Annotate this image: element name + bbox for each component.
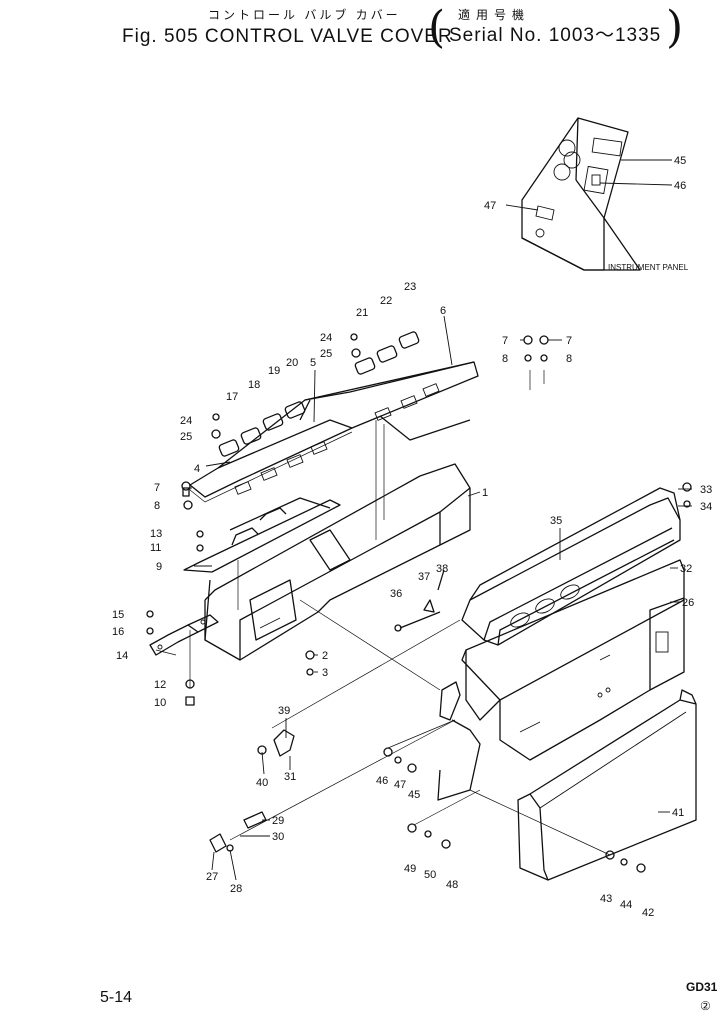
callout-35: 35 [550, 515, 562, 527]
callout-10: 10 [154, 697, 166, 709]
hardware [146, 333, 692, 873]
callout-24-top: 24 [320, 332, 332, 344]
callout-48: 48 [446, 879, 458, 891]
callout-33: 33 [700, 484, 712, 496]
callout-11: 11 [150, 542, 161, 554]
callout-1: 1 [482, 487, 488, 499]
callout-43: 43 [600, 893, 612, 905]
open-paren-glyph: ( [428, 2, 446, 53]
callout-39: 39 [278, 705, 290, 717]
page-number: 5-14 [100, 989, 133, 1006]
grommets [218, 331, 420, 457]
serial-kanji: 適用号機 [458, 8, 531, 22]
callout-7-left: 7 [154, 482, 160, 494]
side-panel [517, 689, 697, 881]
guide-lines [189, 370, 611, 856]
callout-25-left: 25 [180, 431, 192, 443]
side-bracket [149, 614, 219, 656]
lever-housing [437, 487, 685, 801]
callout-46: 46 [376, 775, 388, 787]
callout-9: 9 [156, 561, 162, 573]
leader-lines [155, 315, 692, 881]
callout-17: 17 [226, 391, 238, 403]
callout-22: 22 [380, 295, 392, 307]
callout-13: 13 [150, 528, 162, 540]
figure-title: Fig. 505 CONTROL VALVE COVER [122, 26, 453, 47]
inset-caption: INSTRUMENT PANEL [608, 263, 689, 272]
callout-16: 16 [112, 626, 124, 638]
callout-14: 14 [116, 650, 128, 662]
callout-52: 46 [674, 180, 686, 192]
callout-37: 37 [418, 571, 430, 583]
callout-50: 50 [424, 869, 436, 881]
callout-27: 27 [206, 871, 218, 883]
callout-8-top-right: 8 [566, 353, 572, 365]
callout-42: 42 [642, 907, 654, 919]
instrument-panel-inset: 45 46 47 INSTRUMENT PANEL [484, 117, 689, 272]
callout-44: 44 [620, 899, 632, 911]
title-katakana: コントロール バルブ カバー [208, 8, 401, 22]
callout-38: 38 [436, 563, 448, 575]
callout-labels: 1 2 3 4 5 6 7 7 7 8 8 8 9 10 11 12 13 14… [112, 281, 712, 919]
callout-36: 36 [390, 588, 402, 600]
callout-40: 40 [256, 777, 268, 789]
close-paren-glyph: ) [666, 2, 684, 53]
callout-41: 41 [672, 807, 684, 819]
callout-20: 20 [286, 357, 298, 369]
callout-8-top-left: 8 [502, 353, 508, 365]
callout-25-top: 25 [320, 348, 332, 360]
callout-4: 4 [194, 463, 200, 475]
callout-7-top-left: 7 [502, 335, 508, 347]
top-cover-plates [189, 361, 479, 503]
callout-26: 26 [682, 597, 694, 609]
main-cover-frame [183, 463, 471, 661]
callout-28: 28 [230, 883, 242, 895]
callout-21: 21 [356, 307, 368, 319]
callout-8-left: 8 [154, 500, 160, 512]
callout-45: 45 [408, 789, 420, 801]
callout-29: 29 [272, 815, 284, 827]
callout-5: 5 [310, 357, 316, 369]
callout-12: 12 [154, 679, 166, 691]
revision-mark: ② [700, 999, 711, 1013]
callout-23: 23 [404, 281, 416, 293]
callout-2: 2 [322, 650, 328, 662]
callout-3: 3 [322, 667, 328, 679]
callout-6: 6 [440, 305, 446, 317]
callout-7-top-right: 7 [566, 335, 572, 347]
callout-49: 49 [404, 863, 416, 875]
callout-53: 47 [484, 200, 496, 212]
callout-32: 32 [680, 563, 692, 575]
callout-30: 30 [272, 831, 284, 843]
callout-18: 18 [248, 379, 260, 391]
callout-19: 19 [268, 365, 280, 377]
reference-code: GD31 [686, 980, 718, 994]
callout-34: 34 [700, 501, 712, 513]
serial-range: Serial No. 1003～1335 [449, 25, 662, 46]
callout-31: 31 [284, 771, 296, 783]
callout-47: 47 [394, 779, 406, 791]
callout-24-left: 24 [180, 415, 192, 427]
callout-15: 15 [112, 609, 124, 621]
callout-51: 45 [674, 155, 686, 167]
